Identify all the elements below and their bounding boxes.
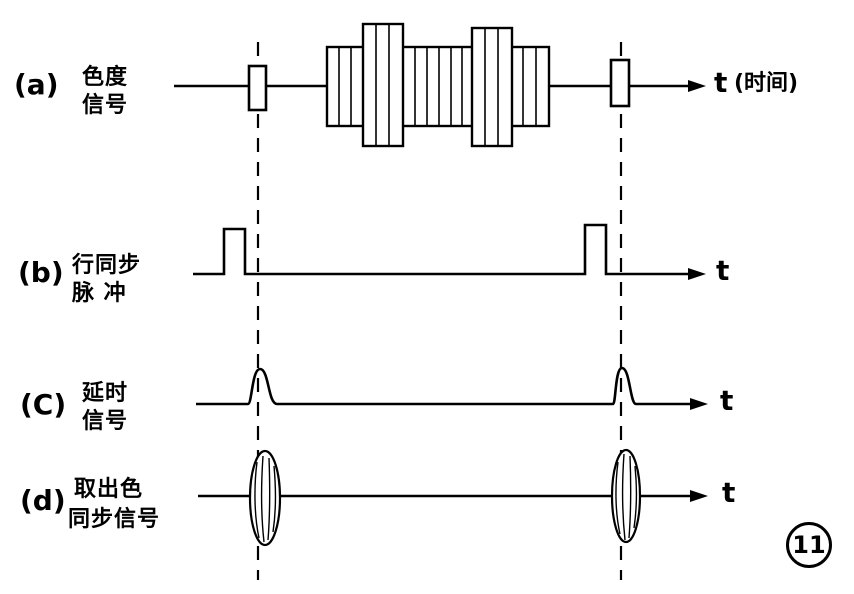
row-d-label-line2: 同步信号 xyxy=(68,507,161,532)
burst-d-left xyxy=(248,449,282,547)
axis-label-a: t xyxy=(714,66,728,99)
row-c-tag: (C) xyxy=(20,388,67,421)
arrow-d xyxy=(690,490,708,502)
row-a-tag: (a) xyxy=(14,68,59,101)
burst-a-left xyxy=(247,64,268,112)
row-c-label-line1: 延时 xyxy=(82,381,129,406)
chroma-hatch xyxy=(338,24,537,146)
arrow-a xyxy=(688,80,706,92)
burst-d-right xyxy=(610,448,642,544)
row-a-label-line2: 信号 xyxy=(82,93,129,118)
row-b-tag: (b) xyxy=(18,256,64,289)
axis-label-a-note: (时间) xyxy=(734,71,799,96)
row-a-label-line1: 色度 xyxy=(82,65,129,90)
axis-label-b: t xyxy=(716,254,730,287)
row-d-tag: (d) xyxy=(20,484,66,517)
chroma-signal-block xyxy=(325,22,551,148)
arrow-b xyxy=(688,268,706,280)
burst-a-right xyxy=(609,58,631,108)
row-c-label-line2: 信号 xyxy=(82,409,129,434)
figure-number: 11 xyxy=(786,522,832,568)
row-b-label-line1: 行同步 xyxy=(72,253,142,278)
arrow-c xyxy=(690,398,708,410)
row-d-label-line1: 取出色 xyxy=(74,477,144,502)
axis-label-c: t xyxy=(720,384,734,417)
row-b-label-line2: 脉 冲 xyxy=(72,281,127,306)
sync-pulse-waveform xyxy=(193,223,690,276)
delay-pulse-waveform xyxy=(196,366,692,406)
axis-label-d: t xyxy=(722,476,736,509)
